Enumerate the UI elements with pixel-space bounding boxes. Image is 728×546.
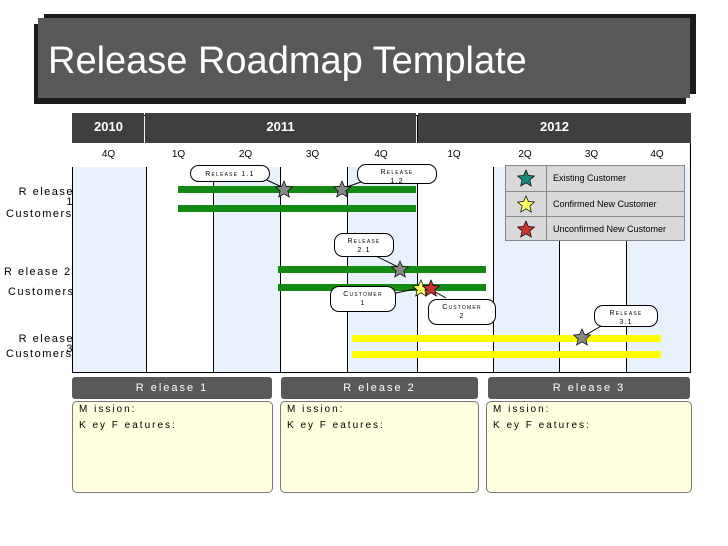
year-label: 2012	[540, 119, 569, 134]
star-icon	[274, 180, 294, 198]
callout-text: 1.2	[390, 178, 404, 185]
release-3-bar-existing	[352, 335, 661, 342]
callout-text: Release	[347, 238, 381, 245]
callout-customer-1: Customer 1	[330, 286, 396, 312]
star-icon	[390, 260, 410, 278]
row-label-line: Customers	[8, 286, 75, 298]
key-features-label: K ey F eatures:	[287, 420, 385, 431]
year-label: 2010	[94, 119, 123, 134]
legend: Existing Customer Confirmed New Customer…	[505, 165, 685, 241]
legend-item-existing: Existing Customer	[506, 166, 684, 191]
column-2011-3q	[280, 116, 347, 372]
row-label-release-1: R elease 1 Customers	[6, 186, 74, 220]
legend-label: Unconfirmed New Customer	[553, 224, 667, 234]
callout-customer-2: Customer 2	[428, 299, 496, 325]
year-label: 2011	[266, 119, 295, 134]
quarter-label: 3Q	[279, 143, 346, 167]
quarter-label: 4Q	[625, 143, 689, 167]
star-icon	[421, 279, 441, 297]
release-3-bar-new	[352, 351, 661, 358]
mission-label: M ission:	[287, 404, 345, 415]
key-features-label: K ey F eatures:	[79, 420, 177, 431]
callout-release-3-1: Release 3.1	[594, 305, 658, 327]
legend-divider	[546, 166, 547, 240]
quarter-label: 4Q	[72, 143, 145, 167]
callout-text: Release	[380, 169, 414, 176]
callout-text: Release	[609, 310, 643, 317]
release-3-details: M ission: K ey F eatures:	[486, 401, 692, 493]
quarter-label: 4Q	[346, 143, 416, 167]
callout-text: Customer	[442, 304, 482, 311]
release-2-bar-existing	[278, 266, 486, 273]
release-2-details: M ission: K ey F eatures:	[280, 401, 479, 493]
callout-text: 3.1	[619, 319, 633, 326]
quarter-label: 3Q	[558, 143, 625, 167]
legend-item-unconfirmed: Unconfirmed New Customer	[506, 216, 684, 241]
mission-label: M ission:	[79, 404, 137, 415]
column-2011-1q	[146, 116, 213, 372]
callout-text: Customer	[343, 291, 383, 298]
release-1-bar-existing	[178, 186, 416, 193]
quarter-label: 1Q	[145, 143, 212, 167]
column-2012-1q	[417, 116, 493, 372]
release-2-header: R elease 2	[281, 377, 478, 399]
star-icon	[516, 220, 536, 238]
callout-release-1-1: Release 1.1	[190, 165, 270, 182]
mission-label: M ission:	[493, 404, 551, 415]
row-label-line: Customers	[6, 208, 73, 220]
row-label-line: R elease 2	[4, 266, 72, 278]
legend-label: Existing Customer	[553, 173, 627, 183]
star-icon	[572, 328, 592, 346]
year-header-2011: 2011	[145, 113, 416, 143]
year-header-2010: 2010	[72, 113, 144, 143]
row-label-release-2: R elease 2 Customers	[4, 266, 74, 298]
release-1-details: M ission: K ey F eatures:	[72, 401, 273, 493]
year-header-2012: 2012	[418, 113, 691, 143]
callout-release-2-1: Release 2.1	[334, 233, 394, 257]
row-label-release-3: R elease 3 Customers	[6, 333, 74, 360]
callout-release-1-2: Release 1.2	[357, 164, 437, 185]
quarter-label: 2Q	[212, 143, 279, 167]
quarter-label: 2Q	[492, 143, 558, 167]
star-icon	[516, 195, 536, 213]
callout-text: Release 1.1	[205, 171, 255, 178]
callout-text: 2	[459, 313, 465, 320]
row-label-line: R elease	[18, 186, 74, 198]
callout-text: 1	[360, 300, 366, 307]
release-1-header: R elease 1	[72, 377, 272, 399]
callout-text: 2.1	[357, 247, 371, 254]
row-label-line: R elease	[18, 333, 74, 345]
title-bar	[38, 18, 690, 98]
legend-label: Confirmed New Customer	[553, 199, 657, 209]
row-label-line: Customers	[6, 348, 73, 360]
column-2012-3q	[559, 116, 626, 372]
star-icon	[332, 180, 352, 198]
quarter-label: 1Q	[416, 143, 492, 167]
release-3-header: R elease 3	[488, 377, 690, 399]
release-1-bar-new	[178, 205, 416, 212]
page-title: Release Roadmap Template	[48, 40, 527, 82]
key-features-label: K ey F eatures:	[493, 420, 591, 431]
star-icon	[516, 169, 536, 187]
legend-item-confirmed: Confirmed New Customer	[506, 191, 684, 216]
